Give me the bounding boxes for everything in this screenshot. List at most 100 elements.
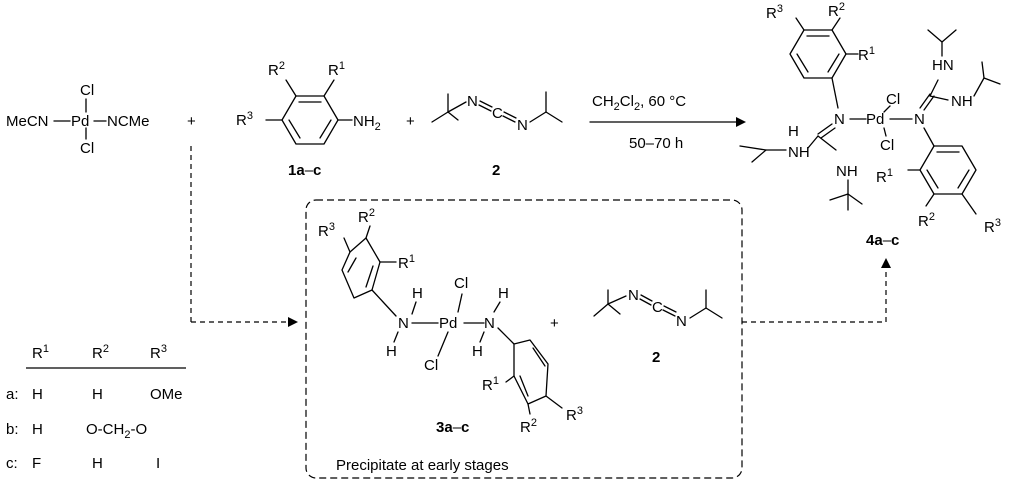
product-r2-label: R2	[828, 1, 845, 20]
bond	[479, 331, 485, 343]
bond	[923, 127, 935, 147]
bond	[640, 294, 653, 302]
row-c-r3: I	[156, 455, 160, 472]
bond	[883, 105, 891, 113]
row-b-r2: O-CH2-O	[86, 421, 147, 441]
isopropyl-group	[751, 149, 787, 163]
bond	[411, 301, 417, 315]
isopropyl-group	[973, 77, 1001, 97]
lower-aryl-ring	[919, 145, 977, 195]
isopropyl-group	[927, 29, 957, 43]
arrow-head	[736, 117, 746, 127]
product-hn-label: HN	[932, 57, 954, 74]
bond	[431, 111, 459, 123]
bond	[545, 395, 563, 409]
bond	[288, 119, 301, 139]
nh2-label: NH2	[353, 113, 381, 133]
row-key: c:	[6, 455, 18, 472]
row-c-r2: H	[92, 455, 103, 472]
bond	[493, 301, 501, 313]
bond	[447, 101, 467, 113]
bond	[503, 111, 517, 119]
c-label: C	[492, 105, 503, 122]
condition-time: 50–70 h	[629, 135, 683, 152]
bond	[739, 145, 767, 151]
product-cl-bottom-label: Cl	[880, 137, 894, 154]
bond	[662, 309, 676, 317]
product-pd-label: Pd	[866, 111, 884, 128]
int-r2-label: R2	[358, 207, 375, 226]
pd-mecn-complex: MeCN Pd NCMe Cl Cl	[6, 82, 150, 157]
compound-label-3a-c: 3a–c	[436, 419, 469, 436]
bond	[929, 79, 939, 97]
bond	[593, 303, 621, 317]
bond	[505, 375, 515, 383]
bond	[926, 169, 939, 189]
bond	[393, 331, 399, 343]
bond	[545, 111, 563, 123]
box-n-right-label: N	[676, 313, 687, 330]
carbodiimide-2-box: N C N 2	[593, 287, 723, 366]
row-a-r3: OMe	[150, 386, 183, 403]
int-lower-r3-label: R3	[566, 405, 583, 424]
bond	[323, 79, 335, 97]
product-h-label: H	[788, 123, 799, 140]
int-r3-label: R3	[318, 221, 335, 240]
mecn-ligand-label: MeCN	[6, 113, 49, 130]
product-n-left-label: N	[834, 111, 845, 128]
bond	[347, 257, 357, 273]
product-nh-bottom-label: NH	[836, 163, 858, 180]
bond	[919, 93, 931, 109]
int-n-left-label: N	[398, 315, 409, 332]
row-key: a:	[6, 386, 19, 403]
bond	[831, 77, 839, 109]
reaction-arrow: CH2Cl2, 60 °C 50–70 h	[589, 93, 746, 152]
bond	[479, 100, 493, 108]
compound-label-2-box: 2	[652, 349, 660, 366]
product-r3-label: R3	[766, 3, 783, 22]
compound-label-1a-c: 1a–c	[288, 162, 321, 179]
bond	[795, 17, 805, 31]
bond	[607, 295, 627, 305]
bond	[478, 104, 492, 112]
substituent-table: R1 R2 R3 a: H H OMe b: H O-CH2-O c: F H …	[6, 343, 186, 472]
int-cl-top-label: Cl	[454, 275, 468, 292]
r3-label: R3	[236, 110, 253, 129]
table-header-r3: R3	[150, 343, 167, 362]
bond	[519, 375, 529, 397]
bond	[497, 327, 515, 345]
dashed-arrow-head	[288, 317, 298, 327]
n-right-label: N	[517, 117, 528, 134]
intermediate-3a-c: R3 R2 R1 N H H Pd Cl Cl N H H R1 R2 R3	[318, 207, 583, 436]
precipitate-box	[305, 199, 743, 479]
row-b-r1: H	[32, 421, 43, 438]
plus-sign: +	[406, 113, 415, 130]
row-a-r2: H	[92, 386, 103, 403]
bond	[365, 265, 374, 288]
box-caption: Precipitate at early stages	[336, 457, 509, 474]
box-c-label: C	[652, 299, 663, 316]
bond	[529, 111, 547, 123]
bond	[532, 347, 546, 367]
bond	[929, 95, 949, 101]
bond	[689, 307, 707, 319]
row-a-r1: H	[32, 386, 43, 403]
row-c-r1: F	[32, 455, 41, 472]
table-header-r2: R2	[92, 343, 109, 362]
benzene-ring	[281, 95, 339, 145]
int-lower-r1-label: R1	[482, 375, 499, 394]
bond	[319, 119, 332, 139]
int-r1-label: R1	[398, 253, 415, 272]
product-4a-c: R3 R2 R1 N Pd Cl Cl N HN NH NH H	[739, 1, 1001, 249]
bond	[502, 115, 516, 123]
int-h-label: H	[412, 285, 423, 302]
n-left-label: N	[467, 93, 478, 110]
int-lower-r2-label: R2	[520, 417, 537, 436]
bond	[343, 237, 351, 253]
bond	[796, 53, 809, 73]
cl-bottom-label: Cl	[80, 140, 94, 157]
r2-label: R2	[268, 60, 285, 79]
bond	[827, 53, 840, 73]
pd-label: Pd	[71, 113, 89, 130]
